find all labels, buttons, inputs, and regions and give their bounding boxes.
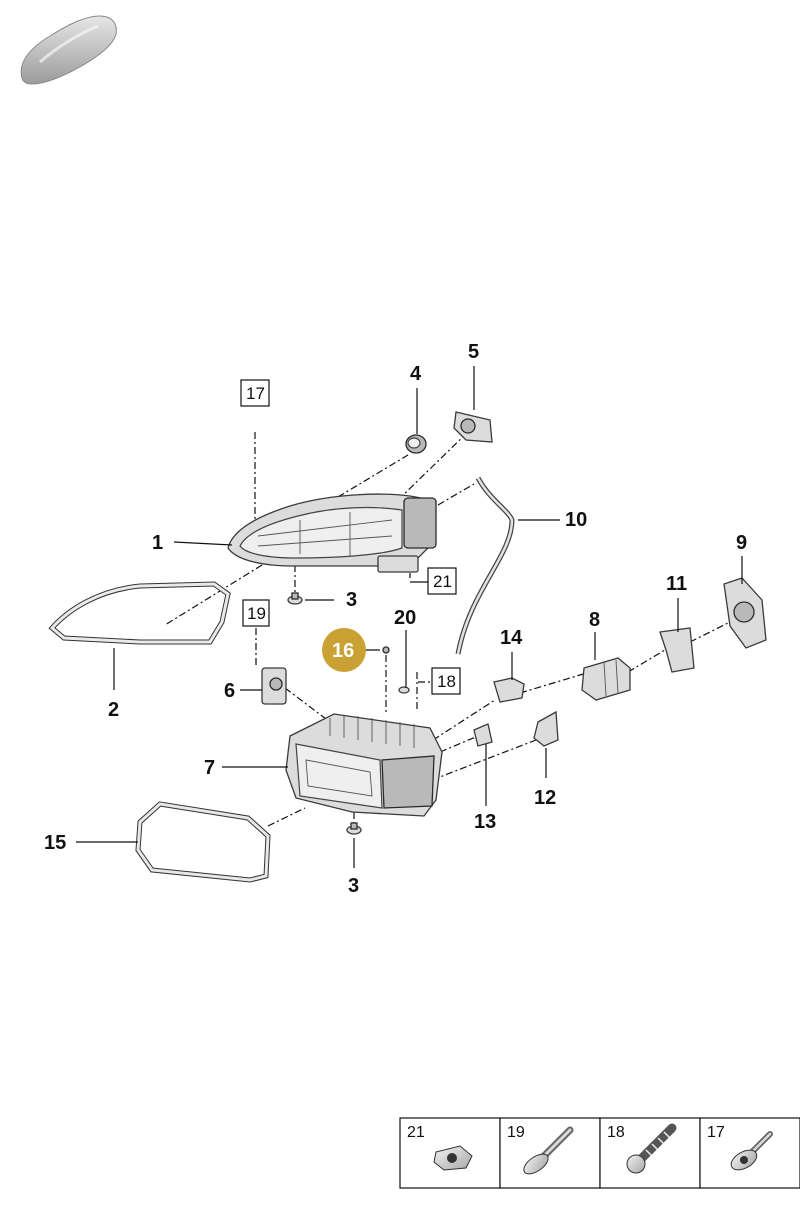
callout-8[interactable]: 8 xyxy=(589,609,600,631)
boxed-label-17: 17 xyxy=(246,384,265,403)
threaded-screw-icon xyxy=(626,1123,677,1174)
washer-part[interactable] xyxy=(398,686,410,694)
legend-cell-18[interactable]: 18 xyxy=(599,1117,701,1189)
car-model-icon[interactable] xyxy=(20,15,117,85)
boxed-label-18: 18 xyxy=(437,672,456,691)
highlight-label: 16 xyxy=(332,640,354,662)
callout-5[interactable]: 5 xyxy=(468,341,479,363)
cover-plate-part[interactable] xyxy=(453,411,493,443)
headlight-housing-part[interactable] xyxy=(227,493,437,573)
callout-10[interactable]: 10 xyxy=(565,509,587,531)
boxed-callout-18[interactable]: 18 xyxy=(431,667,461,695)
cover-cap-part[interactable] xyxy=(405,434,427,454)
boxed-callout-17[interactable]: 17 xyxy=(240,379,270,407)
legend-number-18: 18 xyxy=(607,1124,625,1141)
callout-20[interactable]: 20 xyxy=(394,607,416,629)
shield-part[interactable] xyxy=(533,710,559,747)
callout-3-lower[interactable]: 3 xyxy=(348,875,359,897)
callout-7[interactable]: 7 xyxy=(204,757,215,779)
callout-14[interactable]: 14 xyxy=(500,627,523,649)
legend-number-21: 21 xyxy=(407,1124,425,1141)
legend-number-17: 17 xyxy=(707,1124,725,1141)
assembly-guide-lines xyxy=(164,429,739,827)
callout-1[interactable]: 1 xyxy=(152,532,163,554)
lamp-module-part[interactable] xyxy=(285,713,443,817)
legend-cell-19[interactable]: 19 xyxy=(499,1117,601,1189)
leader-lines xyxy=(76,366,743,868)
boxed-callout-19[interactable]: 19 xyxy=(242,599,270,627)
connector-part[interactable] xyxy=(493,677,525,703)
highlighted-callout-16[interactable]: 16 xyxy=(322,628,366,672)
lens-frame-part[interactable] xyxy=(48,581,231,645)
boxed-label-21: 21 xyxy=(433,572,452,591)
vent-hose-part[interactable] xyxy=(455,476,515,655)
bracket-part[interactable] xyxy=(659,627,695,673)
boxed-callout-21[interactable]: 21 xyxy=(427,567,457,595)
legend-number-19: 19 xyxy=(507,1124,525,1141)
clip-part-upper[interactable] xyxy=(287,592,303,605)
callout-15[interactable]: 15 xyxy=(44,832,66,854)
callout-2[interactable]: 2 xyxy=(108,699,119,721)
washer-bolt-icon xyxy=(730,1131,773,1171)
highlight-badge xyxy=(322,628,366,672)
callout-9[interactable]: 9 xyxy=(736,532,747,554)
adjuster-part[interactable] xyxy=(261,667,287,705)
legend-cell-17[interactable]: 17 xyxy=(699,1117,800,1189)
led-module-part[interactable] xyxy=(581,657,631,701)
callout-3-upper[interactable]: 3 xyxy=(346,589,357,611)
callout-6[interactable]: 6 xyxy=(224,680,235,702)
nut-part[interactable] xyxy=(382,646,390,654)
callout-labels: 1 2 3 4 5 6 7 8 9 10 11 12 13 14 15 3 20 xyxy=(44,341,747,897)
boxed-label-19: 19 xyxy=(247,604,266,623)
callout-12[interactable]: 12 xyxy=(534,787,556,809)
bezel-frame-part[interactable] xyxy=(135,801,271,883)
flange-bolt-icon xyxy=(523,1126,574,1175)
callout-13[interactable]: 13 xyxy=(474,811,496,833)
rear-cover-part[interactable] xyxy=(723,577,767,649)
fastener-legend: 21 19 18 xyxy=(399,1117,800,1189)
callout-4[interactable]: 4 xyxy=(410,363,422,385)
clip-part-lower[interactable] xyxy=(346,822,362,835)
callout-11[interactable]: 11 xyxy=(666,573,687,595)
control-unit-part[interactable] xyxy=(473,723,493,747)
clip-nut-icon xyxy=(433,1145,473,1171)
legend-cell-21[interactable]: 21 xyxy=(399,1117,501,1189)
